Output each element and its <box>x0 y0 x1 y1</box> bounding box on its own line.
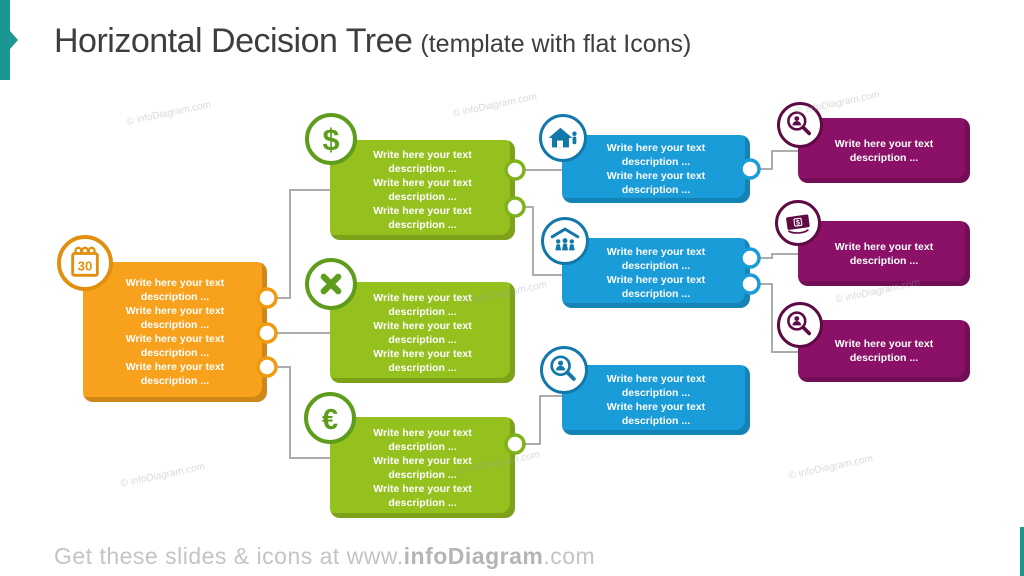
placeholder-text-line: description ... <box>140 291 210 303</box>
placeholder-text-line: Write here your text <box>125 333 225 345</box>
placeholder-text-line: description ... <box>621 288 691 300</box>
placeholder-text-line: Write here your text <box>606 373 706 385</box>
placeholder-text-line: description ... <box>388 496 457 509</box>
title-main: Horizontal Decision Tree <box>54 22 413 60</box>
svg-text:$: $ <box>322 123 339 157</box>
placeholder-text-line: description ... <box>849 352 919 364</box>
placeholder-text-line: description ... <box>140 375 210 387</box>
placeholder-text-line: description ... <box>388 440 457 453</box>
home-badge <box>539 114 587 162</box>
page-title: Horizontal Decision Tree(template with f… <box>54 22 691 61</box>
placeholder-text-line: Write here your text <box>373 454 472 467</box>
person-search-icon <box>787 311 812 336</box>
placeholder-text-line: description ... <box>621 415 691 427</box>
placeholder-text-line: Write here your text <box>606 401 706 413</box>
footer-brand: infoDiagram <box>403 543 544 569</box>
footer-credit: Get these slides & icons at www.infoDiag… <box>54 543 595 570</box>
node-dollar-box[interactable]: Write here your text description ... Write… <box>330 140 515 240</box>
placeholder-text-line: description ... <box>388 191 457 203</box>
footer-text-post: .com <box>543 543 596 569</box>
euro-badge: € <box>304 392 356 444</box>
placeholder-text-line: description ... <box>621 260 691 272</box>
placeholder-text-line: Write here your text <box>373 482 472 495</box>
svg-text:$: $ <box>796 219 801 226</box>
cross-badge <box>305 258 357 310</box>
placeholder-text-line: Write here your text <box>373 149 472 161</box>
watermark: © infoDiagram.com <box>451 91 538 120</box>
placeholder-text-line: Write here your text <box>606 246 706 258</box>
placeholder-text-line: Write here your text <box>834 137 934 150</box>
node-family-box[interactable]: Write here your text description ... Write… <box>562 238 750 308</box>
node-home-box[interactable]: Write here your text description ... Write… <box>562 135 750 203</box>
placeholder-text-line: description ... <box>140 319 210 331</box>
placeholder-text-line: Write here your text <box>125 305 225 317</box>
placeholder-text-line: description ... <box>849 151 919 164</box>
placeholder-text-line: Write here your text <box>373 347 472 360</box>
placeholder-text-line: Write here your text <box>606 142 706 154</box>
node-root-box[interactable]: Write here your text description ... Write… <box>83 262 267 402</box>
watermark: © infoDiagram.com <box>119 461 206 490</box>
placeholder-text-line: Write here your text <box>606 170 706 182</box>
euro-icon: € <box>322 404 338 436</box>
title-subtitle: (template with flat Icons) <box>420 30 692 58</box>
person-search-badge <box>777 302 823 348</box>
placeholder-text-line: description ... <box>621 156 691 168</box>
placeholder-text-line: Write here your text <box>373 291 472 304</box>
dollar-badge: $ <box>305 113 357 165</box>
dollar-icon: $ <box>322 123 339 157</box>
placeholder-text-line: Write here your text <box>606 274 706 286</box>
watermark: © infoDiagram.com <box>125 99 212 128</box>
placeholder-text-line: description ... <box>388 333 457 346</box>
placeholder-text-line: Write here your text <box>834 338 934 350</box>
footer-text-pre: Get these slides & icons at www. <box>54 543 404 569</box>
placeholder-text-line: Write here your text <box>373 426 472 439</box>
chevron-right-icon <box>10 31 18 49</box>
calendar-30-badge: 30 <box>57 235 113 291</box>
node-search-result-box-2[interactable]: Write here your text description ... <box>798 320 970 382</box>
person-search-badge <box>540 346 588 394</box>
placeholder-text-line: description ... <box>388 305 457 318</box>
placeholder-text-line: description ... <box>388 468 457 481</box>
calendar-30-icon: 30 <box>71 246 99 277</box>
family-icon <box>550 227 580 251</box>
node-search-box[interactable]: Write here your text description ... Write… <box>562 365 750 435</box>
svg-text:30: 30 <box>78 259 93 274</box>
placeholder-text-line: Write here your text <box>373 319 472 332</box>
placeholder-text-line: Write here your text <box>125 277 225 289</box>
placeholder-text-line: description ... <box>621 184 691 196</box>
banknote-badge: $ <box>775 200 821 246</box>
person-search-icon <box>787 111 812 136</box>
banknote-icon: $ <box>786 214 810 234</box>
teal-accent-bar <box>0 0 18 80</box>
placeholder-text-line: description ... <box>388 219 457 231</box>
placeholder-text-line: Write here your text <box>125 361 225 373</box>
home-icon <box>548 127 577 148</box>
placeholder-text-line: description ... <box>849 254 919 267</box>
cross-icon <box>320 273 342 295</box>
person-search-badge <box>777 102 823 148</box>
placeholder-text-line: description ... <box>388 163 457 175</box>
svg-text:€: € <box>322 404 338 436</box>
family-badge <box>541 217 589 265</box>
placeholder-text-line: description ... <box>621 387 691 399</box>
placeholder-text-line: Write here your text <box>373 177 472 189</box>
person-search-icon <box>550 355 576 381</box>
teal-accent-bar-bottom <box>1020 527 1024 576</box>
placeholder-text-line: Write here your text <box>373 205 472 217</box>
placeholder-text-line: Write here your text <box>834 240 934 253</box>
placeholder-text-line: description ... <box>388 361 457 374</box>
watermark: © infoDiagram.com <box>787 453 874 482</box>
placeholder-text-line: description ... <box>140 347 210 359</box>
